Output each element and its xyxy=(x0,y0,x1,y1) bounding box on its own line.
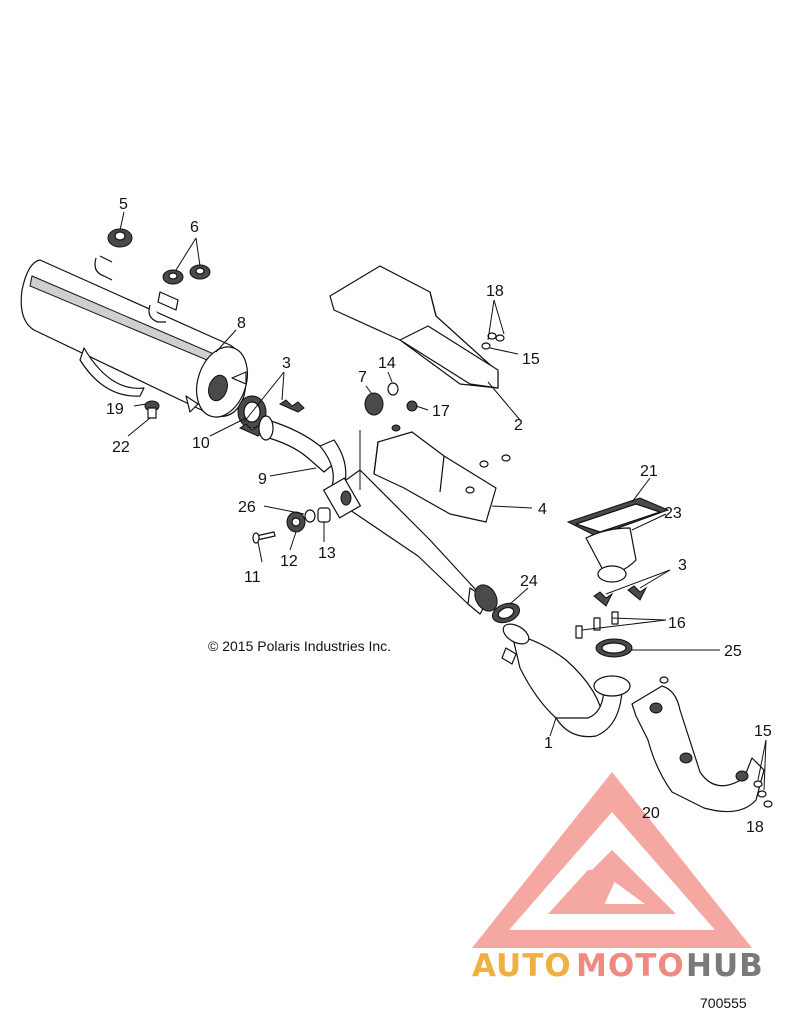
heat-shield-lower xyxy=(373,431,497,523)
exhaust-flange xyxy=(566,497,670,583)
gasket-24 xyxy=(491,602,521,624)
grommet-12 xyxy=(286,511,306,533)
callout-25: 25 xyxy=(724,643,742,660)
head-pipe xyxy=(323,469,631,738)
gasket-25 xyxy=(595,638,633,658)
bolts-16 xyxy=(575,611,619,639)
callout-2: 2 xyxy=(514,417,523,434)
callout-26: 26 xyxy=(238,499,256,516)
callout-15-top: 15 xyxy=(522,351,540,368)
document-id: 700555 xyxy=(700,995,747,1011)
spring-right xyxy=(593,585,648,607)
watermark-part-3: HUB xyxy=(686,948,764,984)
callout-22: 22 xyxy=(112,439,130,456)
callouts: 5 6 8 3 19 22 10 9 26 11 12 13 7 14 17 1… xyxy=(106,196,772,836)
watermark-logo xyxy=(472,772,752,948)
callout-12: 12 xyxy=(280,553,298,570)
callout-3-right: 3 xyxy=(678,557,687,574)
spring-left xyxy=(238,399,305,437)
washer-7 xyxy=(364,392,384,416)
heat-shield-20 xyxy=(631,685,765,813)
callout-6: 6 xyxy=(190,219,199,236)
callout-7: 7 xyxy=(358,369,367,386)
washer-26 xyxy=(304,509,316,523)
watermark-part-1: AUTO xyxy=(472,948,572,984)
callout-9: 9 xyxy=(258,471,267,488)
callout-21: 21 xyxy=(640,463,658,480)
callout-23: 23 xyxy=(664,505,682,522)
nut-17 xyxy=(406,400,418,412)
washer-14 xyxy=(387,382,399,396)
callout-14: 14 xyxy=(378,355,396,372)
grommet xyxy=(107,228,133,248)
callout-8: 8 xyxy=(237,315,246,332)
muffler-hanger xyxy=(157,291,179,311)
bolt-11 xyxy=(252,531,276,544)
callout-11: 11 xyxy=(244,569,261,586)
callout-17: 17 xyxy=(432,403,450,420)
callout-10: 10 xyxy=(192,435,210,452)
callout-4: 4 xyxy=(538,501,547,518)
copyright-notice: © 2015 Polaris Industries Inc. xyxy=(208,638,391,654)
callout-18-top: 18 xyxy=(486,283,504,300)
callout-5: 5 xyxy=(119,196,128,213)
muffler xyxy=(20,255,248,418)
leader-lines xyxy=(119,211,767,791)
fastener-small xyxy=(391,332,511,468)
callout-15-bottom: 15 xyxy=(754,723,772,740)
callout-16: 16 xyxy=(668,615,686,632)
sleeve-13 xyxy=(317,507,331,523)
fasteners-15-18 xyxy=(659,676,773,808)
watermark-text: AUTO MOTO HUB xyxy=(472,948,764,984)
heat-shield-upper xyxy=(329,265,499,389)
callout-20: 20 xyxy=(642,805,660,822)
callout-1: 1 xyxy=(544,735,553,752)
isolator-pair xyxy=(162,264,211,285)
callout-24: 24 xyxy=(520,573,538,590)
callout-13: 13 xyxy=(318,545,336,562)
watermark-part-2: MOTO xyxy=(576,948,685,984)
callout-3-left: 3 xyxy=(282,355,291,372)
callout-19: 19 xyxy=(106,401,124,418)
callout-18-bottom: 18 xyxy=(746,819,764,836)
muffler-bolt xyxy=(144,400,160,419)
